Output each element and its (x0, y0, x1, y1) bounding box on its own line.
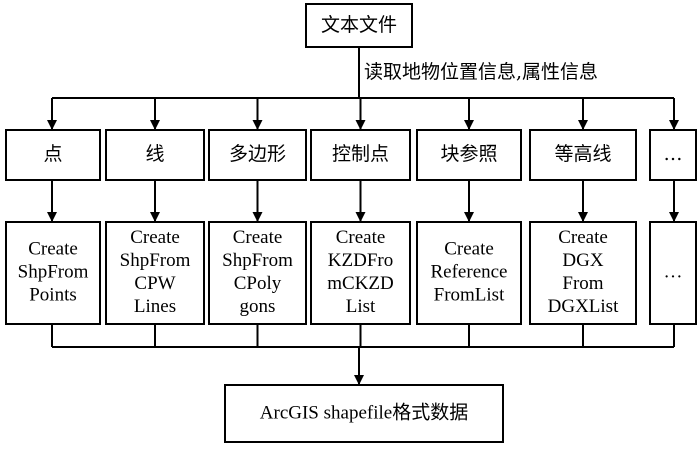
function-line: CPoly (234, 273, 282, 294)
category-box (529, 129, 637, 181)
function-line: DGX (562, 250, 603, 271)
function-line: From (562, 273, 603, 294)
function-line: FromList (434, 284, 505, 305)
function-line: Create (28, 238, 78, 259)
category-label: 线 (145, 143, 164, 165)
function-line: Create (444, 238, 494, 259)
function-box (208, 221, 307, 325)
function-line: … (664, 261, 683, 282)
function-line: KZDFro (328, 250, 393, 271)
function-line: List (346, 296, 376, 317)
read-info-label: 读取地物位置信息,属性信息 (364, 61, 598, 83)
function-box (529, 221, 637, 325)
source-box (305, 3, 413, 48)
function-line: Create (336, 227, 386, 248)
category-box (5, 129, 101, 181)
source-label: 文本文件 (321, 14, 397, 36)
function-line: DGXList (548, 296, 619, 317)
output-label: ArcGIS shapefile格式数据 (260, 401, 468, 423)
function-box (105, 221, 205, 325)
category-label: 控制点 (332, 143, 389, 165)
category-box (649, 129, 697, 181)
function-line: CPW (134, 273, 175, 294)
output-box (224, 384, 504, 443)
category-label: 多边形 (229, 143, 286, 165)
function-line: Lines (134, 296, 176, 317)
function-line: ShpFrom (222, 250, 293, 271)
function-line: Create (233, 227, 283, 248)
function-line: ShpFrom (18, 261, 89, 282)
function-box (5, 221, 101, 325)
category-label: 点 (43, 143, 62, 165)
function-line: gons (240, 296, 276, 317)
category-label: 等高线 (554, 143, 611, 165)
function-line: Create (130, 227, 180, 248)
function-line: Reference (431, 261, 508, 282)
function-line: Points (29, 284, 77, 305)
category-box (416, 129, 522, 181)
function-box (416, 221, 522, 325)
function-line: ShpFrom (120, 250, 191, 271)
category-label: … (664, 143, 683, 165)
function-line: Create (558, 227, 608, 248)
function-box (649, 221, 697, 325)
function-box (310, 221, 411, 325)
category-label: 块参照 (440, 143, 497, 165)
category-columns: 点CreateShpFromPoints线CreateShpFromCPWLin… (5, 98, 697, 347)
function-line: mCKZD (327, 273, 394, 294)
